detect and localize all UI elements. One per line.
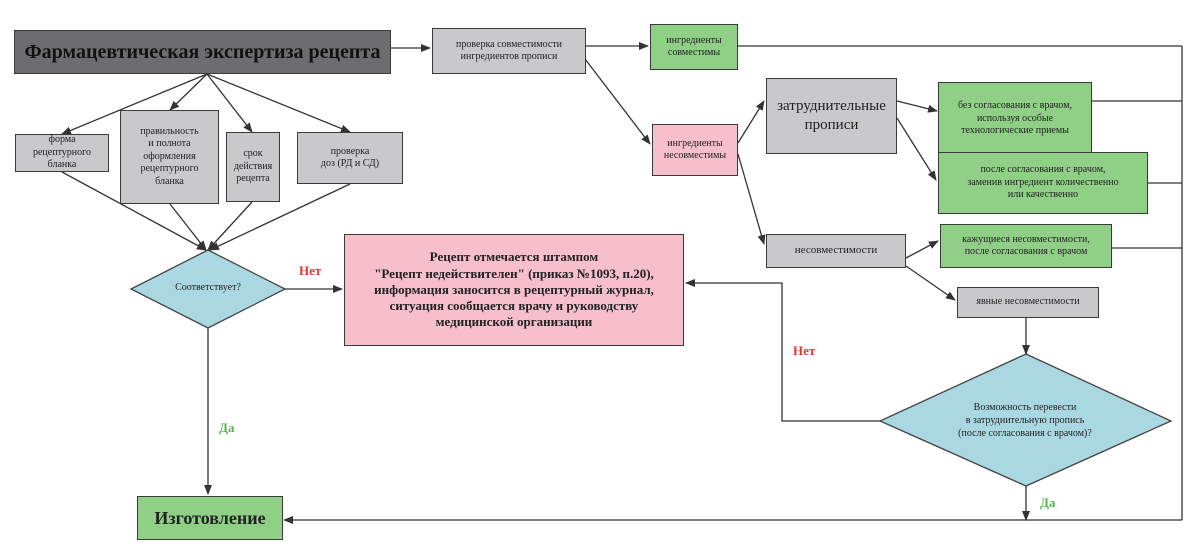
after-doctor-replace-box: после согласования с врачом, заменив инг…: [938, 152, 1148, 214]
apparent-incompatibilities-box: кажущиеся несовместимости, после согласо…: [940, 224, 1112, 268]
title-box: Фармацевтическая экспертиза рецепта: [14, 30, 391, 74]
corresponds-question: Соответствует?: [175, 282, 241, 293]
yes-label-corresponds: Да: [219, 420, 235, 435]
incompatible-box: ингредиенты несовместимы: [652, 124, 738, 176]
possibility-question: Возможность перевести в затруднительную …: [958, 402, 1092, 439]
yes-label-possibility: Да: [1040, 495, 1056, 510]
check-validity-box: срок действия рецепта: [226, 132, 280, 202]
incompatibilities-box: несовместимости: [766, 234, 906, 268]
compatible-box: ингредиенты совместимы: [650, 24, 738, 70]
manufacture-box: Изготовление: [137, 496, 283, 540]
check-correctness-box: правильность и полнота оформления рецепт…: [120, 110, 219, 204]
obvious-incompatibilities-box: явные несовместимости: [957, 287, 1099, 318]
no-label-possibility: Нет: [793, 343, 816, 358]
check-form-box: форма рецептурного бланка: [15, 134, 109, 172]
without-doctor-box: без согласования с врачом, используя осо…: [938, 82, 1092, 156]
no-label-corresponds: Нет: [299, 263, 322, 278]
difficult-box: затруднительные прописи: [766, 78, 897, 154]
compatibility-check-box: проверка совместимости ингредиентов проп…: [432, 28, 586, 74]
check-doses-box: проверка доз (РД и СД): [297, 132, 403, 184]
prescription-invalid-box: Рецепт отмечается штампом "Рецепт недейс…: [344, 234, 684, 346]
